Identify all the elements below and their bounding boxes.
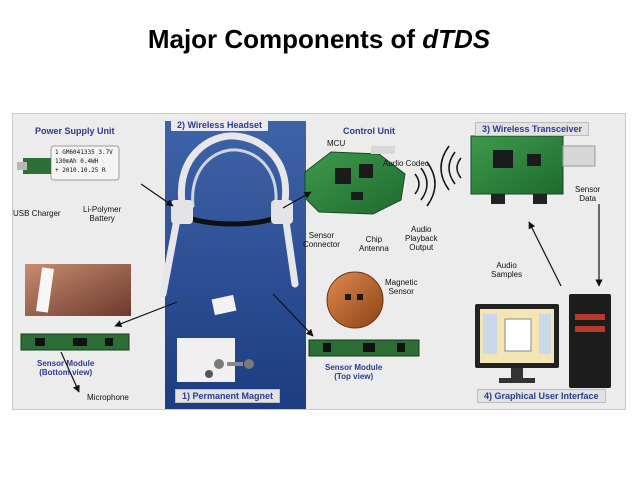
magnet-holder xyxy=(211,294,237,316)
battery-print-line-2: 130mAh 0.4WH xyxy=(55,158,99,165)
sensor-module-bottom-label: Sensor Module (Bottom view) xyxy=(37,359,95,377)
battery-print-line-3: + 2010.10.25 R xyxy=(55,167,106,174)
battery-label: Li-Polymer Battery xyxy=(83,205,122,223)
coin-photo xyxy=(326,271,384,329)
audio-codec-label: Audio Codec xyxy=(383,159,429,168)
components-diagram: Power Supply Unit 2) Wireless Headset Co… xyxy=(12,113,626,410)
usb-charger-label: USB Charger xyxy=(13,209,61,218)
arrow-audio-samples xyxy=(528,221,562,287)
audio-playback-label: Audio Playback Output xyxy=(405,225,438,252)
control-unit-title: Control Unit xyxy=(343,126,395,136)
arrow-microphone xyxy=(60,351,80,393)
slide-title: Major Components of dTDS xyxy=(0,24,638,55)
diagram-graphics xyxy=(17,121,611,409)
arrow-headset-sensor-bottom xyxy=(114,301,178,328)
sensor-data-label: Sensor Data xyxy=(575,185,601,203)
arrow-headset-control xyxy=(282,191,312,209)
slide-title-italic: dTDS xyxy=(422,24,491,54)
permanent-magnet-title: 1) Permanent Magnet xyxy=(175,389,281,403)
arrow-headset-sensor-top xyxy=(272,293,314,337)
magnetic-sensor-label: Magnetic Sensor xyxy=(385,278,418,296)
control-board-photo xyxy=(304,151,406,215)
tower-photo xyxy=(569,294,611,388)
chip-antenna-label: Chip Antenna xyxy=(359,235,389,253)
mcu-label: MCU xyxy=(327,139,346,148)
slide-title-main: Major Components of xyxy=(147,24,423,54)
microphone-label: Microphone xyxy=(87,393,129,402)
power-supply-title: Power Supply Unit xyxy=(35,126,115,136)
arrow-headset-power xyxy=(140,183,174,207)
wireless-transceiver-title: 3) Wireless Transceiver xyxy=(475,122,589,136)
sensor-connector-label: Sensor Connector xyxy=(303,231,340,249)
gui-title: 4) Graphical User Interface xyxy=(477,389,606,403)
sensor-module-top-label: Sensor Module (Top view) xyxy=(325,363,383,381)
battery-print-line-1: 1 GM6041335 3.7V xyxy=(55,149,113,156)
transceiver-photo xyxy=(470,135,564,195)
audio-samples-label: Audio Samples xyxy=(491,261,523,279)
wireless-headset-title: 2) Wireless Headset xyxy=(171,119,268,131)
headset-graphic xyxy=(159,132,299,298)
